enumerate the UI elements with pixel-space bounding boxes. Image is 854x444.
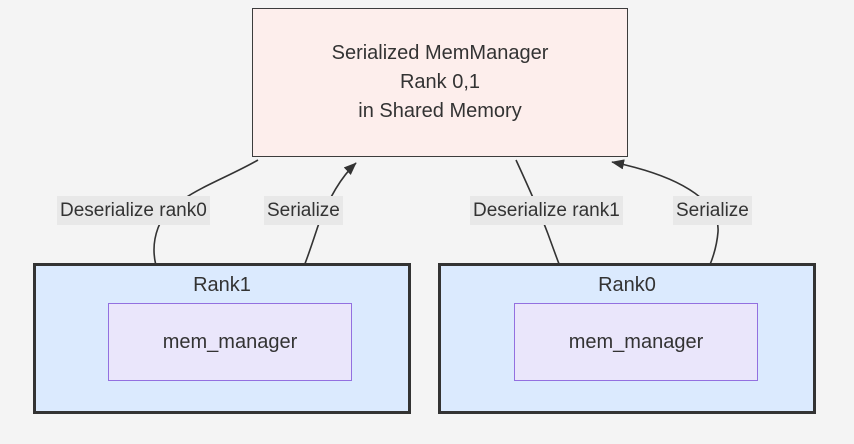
shared-memory-node[interactable]: Serialized MemManager Rank 0,1 in Shared… <box>252 8 628 157</box>
rank0-mem-manager-node[interactable]: mem_manager <box>514 303 758 381</box>
edge-label-deserialize-rank0: Deserialize rank0 <box>57 196 210 225</box>
rank1-cluster-label: Rank1 <box>193 274 251 296</box>
edge-label-serialize-right: Serialize <box>673 196 752 225</box>
rank0-container[interactable]: Rank0 mem_manager <box>438 263 816 414</box>
shared-memory-title-line-1: Serialized MemManager <box>331 42 549 64</box>
shared-memory-title-line-2: Rank 0,1 <box>399 71 481 93</box>
edge-label-deserialize-rank1: Deserialize rank1 <box>470 196 623 225</box>
rank0-mem-manager-label: mem_manager <box>568 330 704 353</box>
rank1-mem-manager-label: mem_manager <box>162 330 298 353</box>
edge-label-serialize-left: Serialize <box>264 196 343 225</box>
shared-memory-title-line-3: in Shared Memory <box>358 100 522 122</box>
rank1-container[interactable]: Rank1 mem_manager <box>33 263 411 414</box>
rank0-cluster-label: Rank0 <box>598 274 656 296</box>
rank1-mem-manager-node[interactable]: mem_manager <box>108 303 352 381</box>
